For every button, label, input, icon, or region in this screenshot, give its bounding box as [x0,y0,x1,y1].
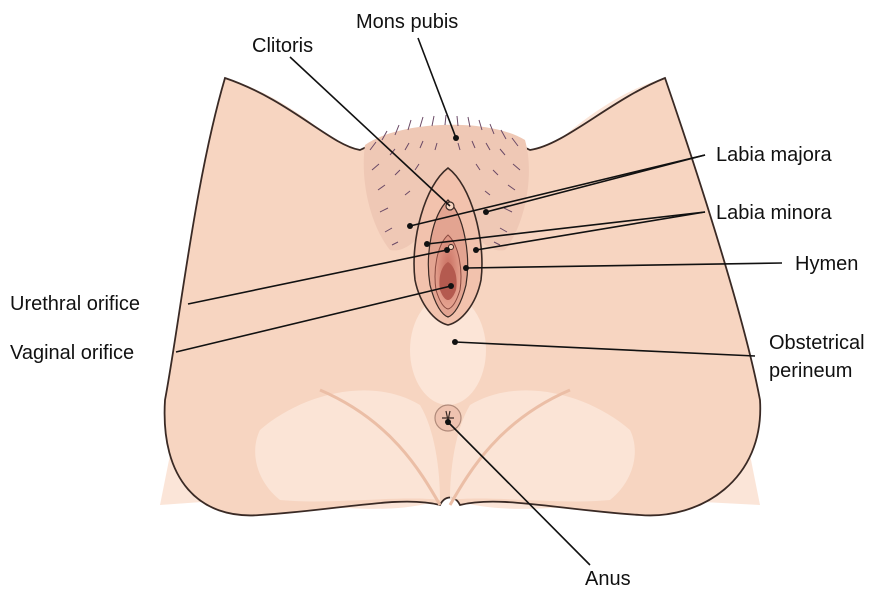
mons-pubis-leader [418,38,456,138]
label-hymen: Hymen [795,253,858,275]
obstetrical-perineum-dot [452,339,458,345]
label-urethral-orifice: Urethral orifice [10,293,140,315]
label-clitoris: Clitoris [252,35,313,57]
label-mons-pubis: Mons pubis [356,11,458,33]
labia-majora-dot-1 [407,223,413,229]
mons-pubis-dot [453,135,459,141]
urethral-orifice-dot [444,247,450,253]
hymen-dot [463,265,469,271]
label-vaginal-orifice: Vaginal orifice [10,342,134,364]
label-labia-minora: Labia minora [716,202,833,224]
label-anus: Anus [585,568,631,590]
labia-minora-dot-2 [473,247,479,253]
body-illustration [160,78,760,515]
anus-dot [445,419,451,425]
vaginal-orifice-dot [448,283,454,289]
label-obstetrical: Obstetrical [769,332,865,354]
labia-minora-dot-1 [424,241,430,247]
labia-majora-dot-2 [483,209,489,215]
label-perineum: perineum [769,360,852,382]
label-labia-majora: Labia majora [716,144,833,166]
